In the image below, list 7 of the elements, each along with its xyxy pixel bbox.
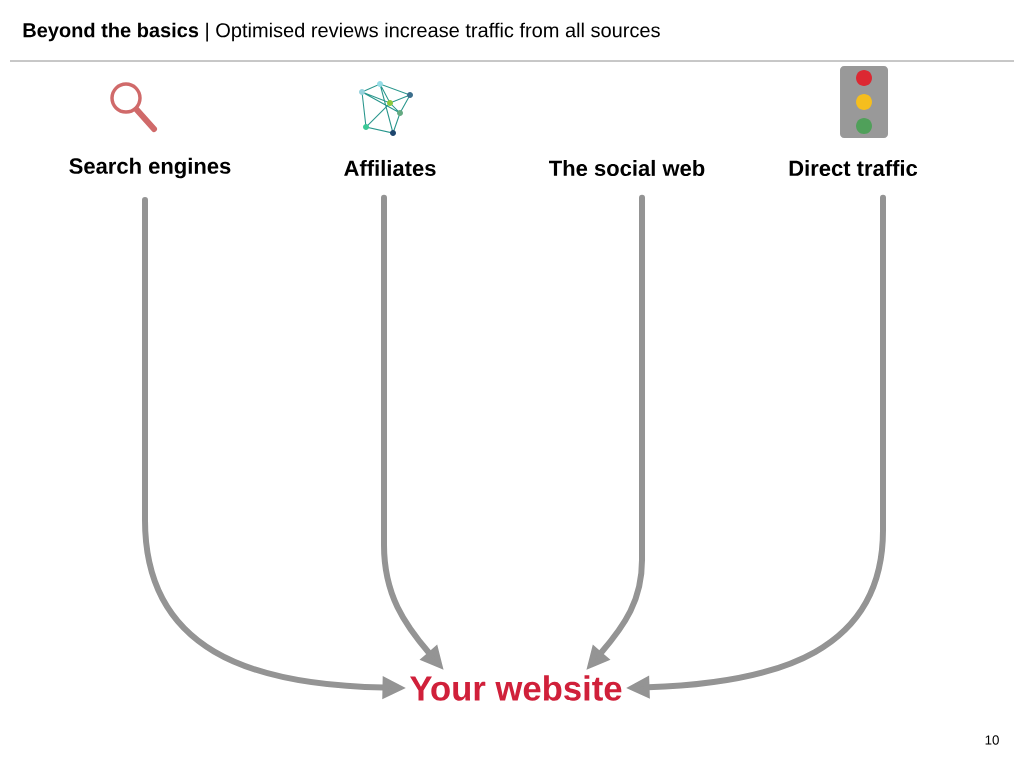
source-label: Affiliates — [344, 159, 436, 177]
target-label: Your website — [410, 675, 622, 701]
source-label: Direct traffic — [789, 159, 918, 177]
source-label: The social web — [549, 159, 705, 177]
page-number: 10 — [985, 735, 999, 745]
source-label: Search engines — [69, 157, 231, 179]
slide-title: Beyond the basics | Optimised reviews increase traffic from all sources — [23, 22, 660, 42]
